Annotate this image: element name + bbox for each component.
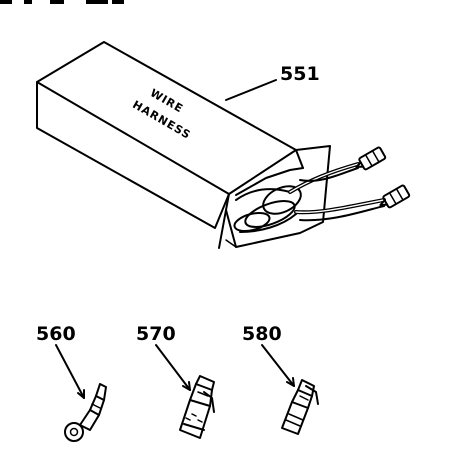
box-flap-right [225, 145, 331, 248]
part-number-580: 580 [242, 323, 282, 345]
box-opening-top [235, 167, 304, 196]
part-560: 560 [36, 323, 107, 442]
callout-leader-570 [155, 344, 191, 391]
box-flap-crease [225, 239, 237, 248]
part-570: 570 [136, 323, 215, 439]
callout-leader-580 [261, 344, 295, 387]
header-fragment [0, 0, 124, 4]
box-front-face [36, 81, 230, 229]
ring-terminal-icon [64, 383, 107, 442]
box-back-edge [295, 149, 304, 169]
box-flap-left [218, 193, 230, 249]
callout-leader-551 [225, 79, 277, 101]
spade-terminal-icon [281, 379, 319, 435]
harness-connector-upper [355, 146, 387, 171]
part-number-560: 560 [36, 323, 76, 345]
part-580: 580 [242, 323, 319, 435]
part-number-570: 570 [136, 323, 176, 345]
wire-harness-coil [233, 162, 386, 233]
female-spade-terminal-icon [179, 375, 215, 439]
callout-leader-560 [55, 344, 85, 399]
harness-connector-lower [379, 184, 411, 209]
part-number-551: 551 [280, 63, 320, 85]
